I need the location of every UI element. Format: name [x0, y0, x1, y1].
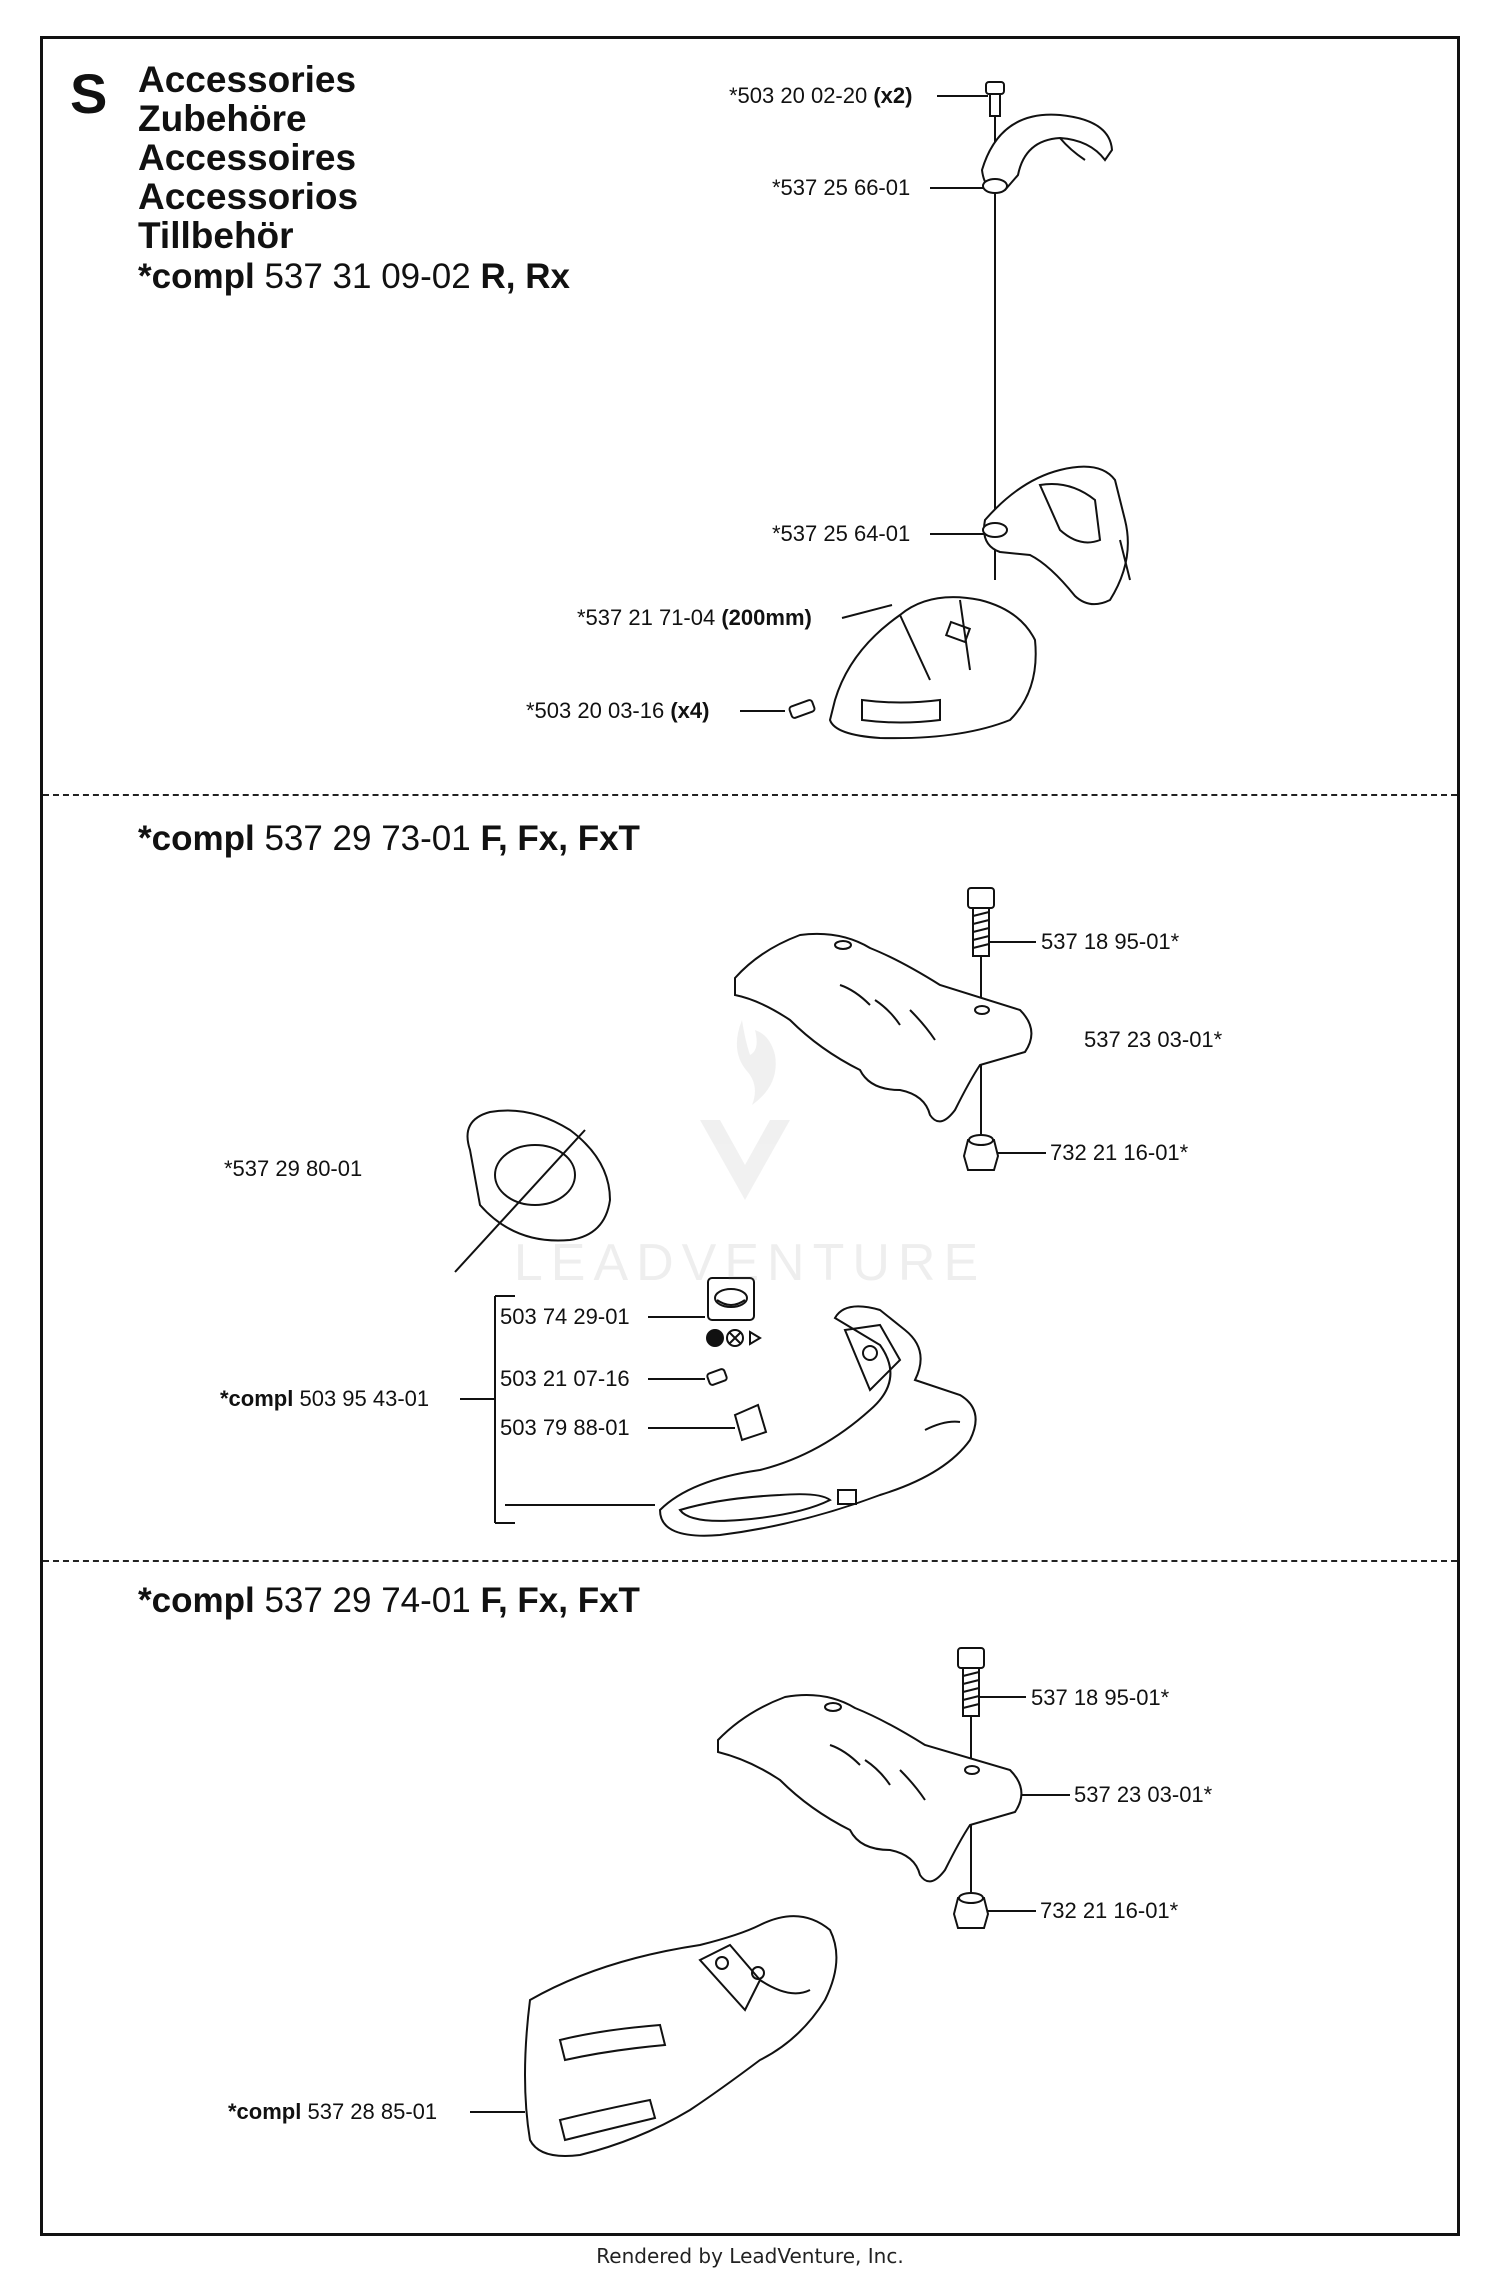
kit2-number: 537 29 73-01: [264, 819, 471, 858]
footer-credit: Rendered by LeadVenture, Inc.: [596, 2244, 904, 2268]
kit3-models: F, Fx, FxT: [480, 1581, 640, 1620]
washer-part: [454, 1109, 612, 1273]
skid-plate-part-3: [717, 1694, 1023, 1883]
nut-part-2: [962, 1134, 1000, 1171]
title-french: Accessoires: [138, 137, 357, 178]
leader-washer: [454, 1129, 586, 1273]
label-plate-3: 537 23 03-01*: [1074, 1782, 1213, 1807]
diagram-frame: [40, 36, 1460, 2236]
bolt-part-2: [967, 887, 995, 957]
label-guard: *537 21 71-04 (200mm): [577, 605, 812, 630]
guard-compl-2-bracket: [460, 1295, 735, 1524]
title-english: Accessories: [138, 59, 357, 100]
kit1-models: R, Rx: [480, 257, 570, 296]
bracket-part: [982, 465, 1131, 606]
guard-compl-2-part: [658, 1305, 977, 1537]
watermark-text: LEADVENTURE: [514, 1234, 986, 1292]
kit2-heading: *compl 537 29 73-01 F, Fx, FxT: [138, 820, 640, 858]
guard-200mm-part: [828, 596, 1037, 740]
guard-compl-3-part: [470, 1915, 838, 2157]
label-screw-bottom: *503 20 03-16 (x4): [526, 698, 710, 723]
kit1-number: 537 31 09-02: [264, 257, 471, 296]
spool-part: [706, 1277, 762, 1347]
kit3-prefix: *compl: [138, 1581, 255, 1620]
watermark-logo: [700, 1020, 790, 1200]
screw-part-2: [706, 1368, 728, 1386]
screw-bottom-part: [788, 699, 816, 719]
skid-plate-part-2: [734, 932, 1033, 1123]
label-guard-compl-3: *compl 537 28 85-01: [228, 2099, 438, 2124]
label-screw-top: *503 20 02-20 (x2): [729, 83, 913, 108]
section-divider-1: [43, 794, 1457, 796]
kit2-prefix: *compl: [138, 819, 255, 858]
title-german: Zubehöre: [138, 98, 307, 139]
kit3-number: 537 29 74-01: [264, 1581, 471, 1620]
label-nut-3: 732 21 16-01*: [1040, 1898, 1179, 1923]
label-bolt-3: 537 18 95-01*: [1031, 1685, 1170, 1710]
label-screw-2: 503 21 07-16: [500, 1366, 630, 1391]
kit1-heading: *compl 537 31 09-02 R, Rx: [138, 258, 570, 296]
kit3-heading: *compl 537 29 74-01 F, Fx, FxT: [138, 1582, 640, 1620]
label-washer: *537 29 80-01: [224, 1156, 363, 1181]
clamp-part: [980, 113, 1114, 194]
label-nut-2: 732 21 16-01*: [1050, 1140, 1189, 1165]
section-letter: S: [70, 62, 108, 125]
label-spool: 503 74 29-01: [500, 1304, 630, 1329]
screw-top-part: [985, 81, 1005, 117]
bolt-part-3: [957, 1647, 985, 1717]
nut-part-3: [952, 1892, 990, 1929]
title-swedish: Tillbehör: [138, 215, 294, 256]
kit2-models: F, Fx, FxT: [480, 819, 640, 858]
kit1-prefix: *compl: [138, 257, 255, 296]
leader-guard: [841, 604, 893, 619]
title-spanish: Accessorios: [138, 176, 359, 217]
label-clamp: *537 25 66-01: [772, 175, 911, 200]
label-bolt-2: 537 18 95-01*: [1041, 929, 1180, 954]
label-bracket: *537 25 64-01: [772, 521, 911, 546]
label-knife: 503 79 88-01: [500, 1415, 630, 1440]
label-guard-compl-2: *compl 503 95 43-01: [220, 1386, 430, 1411]
knife-part: [733, 1403, 768, 1442]
label-plate-2: 537 23 03-01*: [1084, 1027, 1223, 1052]
section-divider-2: [43, 1560, 1457, 1562]
